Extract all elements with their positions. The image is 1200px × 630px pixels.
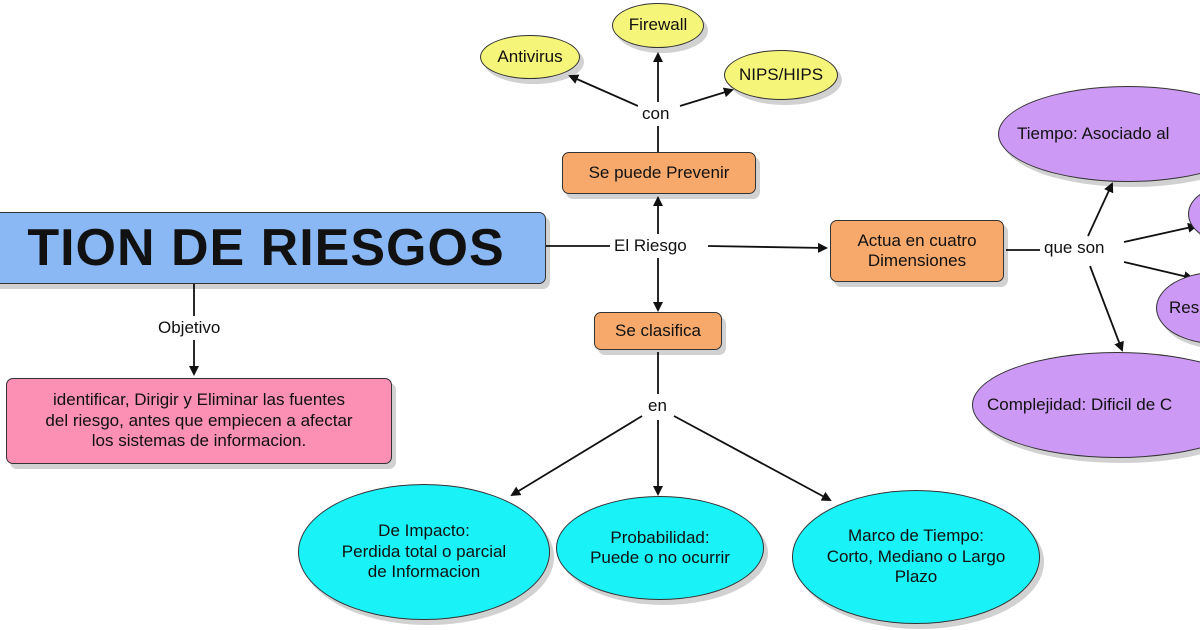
link-label-en: en (644, 396, 671, 416)
firewall-node: Firewall (612, 3, 704, 48)
objective-node: identificar, Dirigir y Eliminar las fuen… (6, 378, 392, 464)
title-node: TION DE RIESGOS (0, 212, 546, 284)
line-en-to-marco (673, 415, 832, 501)
tiempo-node: Tiempo: Asociado al (998, 86, 1200, 182)
link-label-el-riesgo: El Riesgo (610, 236, 691, 256)
link-label-con: con (638, 104, 674, 124)
line-con-to-antivirus (568, 74, 639, 107)
actua-node: Actua en cuatro Dimensiones (830, 220, 1004, 282)
line-con-to-nips (679, 87, 734, 107)
link-label-que-son: que son (1040, 238, 1109, 258)
link-label-objetivo: Objetivo (154, 318, 225, 338)
line-queson-to-tiempo (1087, 182, 1114, 237)
line-queson-to-complejidad (1089, 265, 1124, 352)
nips-node: NIPS/HIPS (724, 50, 838, 100)
prevenir-node: Se puede Prevenir (562, 152, 756, 194)
marco-node: Marco de Tiempo: Corto, Mediano o Largo … (792, 490, 1040, 624)
line-queson-to-res (1123, 261, 1194, 282)
line-en-to-impacto (510, 415, 643, 497)
clasifica-node: Se clasifica (594, 312, 722, 350)
complejidad-node: Complejidad: Dificil de C (972, 352, 1200, 458)
antivirus-node: Antivirus (480, 35, 580, 79)
line-riesgo-to-actua (707, 242, 828, 253)
impacto-node: De Impacto: Perdida total o parcial de I… (298, 484, 550, 620)
line-queson-to-upper-right (1123, 222, 1198, 243)
probabilidad-node: Probabilidad: Puede o no ocurrir (556, 496, 764, 600)
